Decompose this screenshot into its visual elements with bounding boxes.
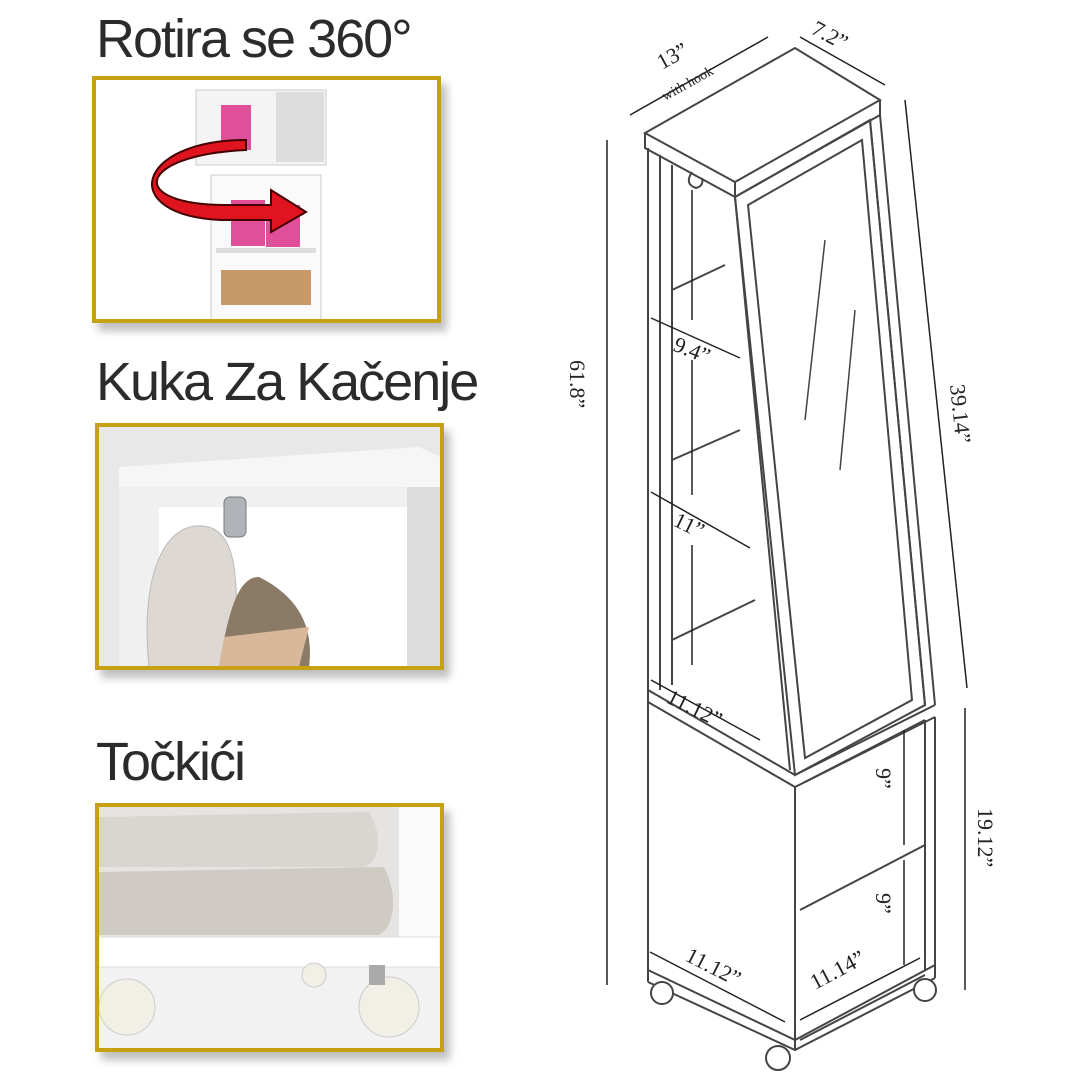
dim-total-height: 61.8”: [565, 360, 590, 408]
hook-icon: [687, 171, 704, 190]
dim-top-depth: 7.2”: [808, 15, 853, 55]
dim-shelf-middle: 11”: [670, 507, 709, 543]
feature-heading-hook: Kuka Za Kačenje: [96, 352, 479, 412]
dim-bottom-depth: 11.14”: [806, 945, 869, 995]
dim-lower-shelf-1: 9”: [871, 768, 896, 789]
hanging-hook-photo: [95, 423, 444, 670]
rotate-arrow-icon: [151, 138, 308, 234]
dim-bottom-width: 11.12”: [682, 942, 745, 991]
wheels-photo: [95, 803, 444, 1052]
feature-heading-wheels: Točkići: [96, 732, 246, 792]
dim-top-width: 13”: [652, 37, 692, 74]
dim-shelf-upper: 9.4”: [670, 331, 714, 368]
rotating-cabinet-photo: [92, 76, 441, 323]
dim-lower-shelf-2: 9”: [871, 893, 896, 914]
dim-base-width: 11.12”: [663, 684, 726, 732]
cabinet-dimension-diagram: 13” with hook 7.2” 61.8” 39.14” 9.4” 11”…: [565, 15, 998, 1071]
feature-heading-rotate: Rotira se 360°: [96, 9, 413, 69]
dim-mirror-height: 39.14”: [945, 383, 976, 445]
dim-lower-height: 19.12”: [973, 808, 998, 867]
wheel-icons: [650, 978, 937, 1071]
